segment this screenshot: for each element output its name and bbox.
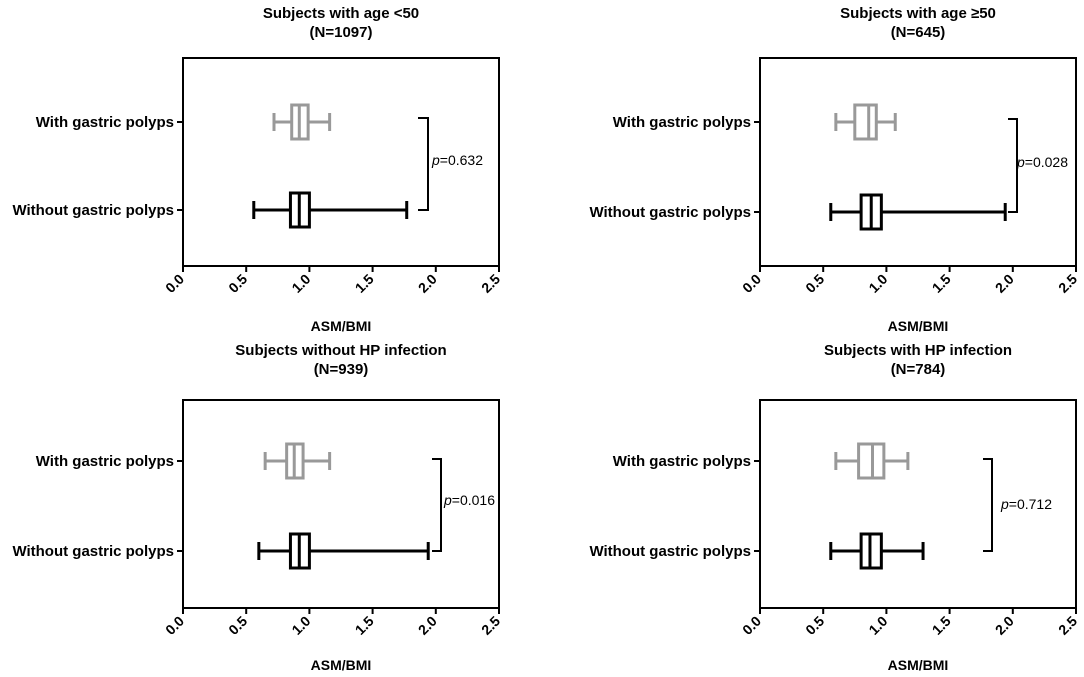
x-axis-label: ASM/BMI xyxy=(888,318,949,334)
x-tick-label: 0.0 xyxy=(162,271,187,296)
x-axis: 0.0 0.5 1.0 1.5 2.0 2.5 xyxy=(162,608,503,638)
box-plot xyxy=(272,103,332,141)
x-tick-label: 0.0 xyxy=(739,613,764,638)
plot-frame xyxy=(759,57,1077,267)
box-plot xyxy=(829,193,1007,231)
x-tick-label: 1.5 xyxy=(929,613,954,638)
category-label: With gastric polyps xyxy=(36,453,174,470)
box-plot xyxy=(257,532,430,570)
plot-frame xyxy=(759,399,1077,609)
box-plot xyxy=(252,191,409,229)
p-value: =0.028 xyxy=(1025,154,1068,170)
category-label: With gastric polyps xyxy=(613,114,751,131)
panel-subtitle: (N=939) xyxy=(314,361,369,378)
category-label: With gastric polyps xyxy=(613,453,751,470)
significance-bracket xyxy=(432,458,442,552)
x-tick-label: 1.0 xyxy=(288,271,313,296)
x-axis-label: ASM/BMI xyxy=(311,318,372,334)
x-tick-label: 0.5 xyxy=(225,613,250,638)
x-tick-label: 1.5 xyxy=(352,613,377,638)
p-value-label: p=0.016 xyxy=(443,492,495,508)
box-plots xyxy=(829,103,1007,231)
x-tick-label: 1.5 xyxy=(929,271,954,296)
box-plot xyxy=(834,103,897,141)
x-tick-label: 2.5 xyxy=(478,613,503,638)
x-axis-label: ASM/BMI xyxy=(311,657,372,673)
significance-bracket xyxy=(418,117,429,211)
x-axis-label: ASM/BMI xyxy=(888,657,949,673)
box-plot xyxy=(834,442,910,480)
plot-frame xyxy=(182,399,500,609)
p-value-label: p=0.632 xyxy=(431,152,483,168)
x-tick-label: 2.5 xyxy=(1055,271,1080,296)
x-tick-label: 0.5 xyxy=(225,271,250,296)
panel-age-under-50: Subjects with age <50 (N=1097) With gast… xyxy=(12,5,503,334)
panel-title: Subjects with age <50 xyxy=(263,5,419,22)
box-plot xyxy=(263,442,332,480)
panel-subtitle: (N=1097) xyxy=(310,24,373,41)
p-value: =0.712 xyxy=(1009,496,1052,512)
category-label: Without gastric polyps xyxy=(589,543,751,560)
x-tick-label: 2.0 xyxy=(992,271,1017,296)
box-plots xyxy=(252,103,409,229)
significance-bracket xyxy=(983,458,993,552)
box-plots xyxy=(257,442,430,570)
p-value-label: p=0.712 xyxy=(1000,496,1052,512)
panel-title: Subjects without HP infection xyxy=(235,342,446,359)
box-plots xyxy=(829,442,925,570)
x-axis: 0.0 0.5 1.0 1.5 2.0 2.5 xyxy=(739,266,1080,296)
p-symbol: p xyxy=(431,152,440,168)
x-axis: 0.0 0.5 1.0 1.5 2.0 2.5 xyxy=(739,608,1080,638)
x-tick-label: 2.0 xyxy=(415,271,440,296)
significance-bracket xyxy=(1008,118,1018,213)
p-symbol: p xyxy=(1000,496,1009,512)
p-value: =0.632 xyxy=(440,152,483,168)
panel-subtitle: (N=784) xyxy=(891,361,946,378)
p-value-label: p=0.028 xyxy=(1016,154,1068,170)
plot-frame xyxy=(182,57,500,267)
x-tick-label: 0.0 xyxy=(739,271,764,296)
category-label: With gastric polyps xyxy=(36,114,174,131)
x-tick-label: 0.5 xyxy=(802,613,827,638)
panel-without-hp-infection: Subjects without HP infection (N=939) Wi… xyxy=(12,342,503,673)
x-axis: 0.0 0.5 1.0 1.5 2.0 2.5 xyxy=(162,266,503,296)
panel-age-50-plus: Subjects with age ≥50 (N=645) With gastr… xyxy=(589,5,1080,334)
panel-with-hp-infection: Subjects with HP infection (N=784) With … xyxy=(589,342,1080,673)
x-tick-label: 0.0 xyxy=(162,613,187,638)
panel-title: Subjects with HP infection xyxy=(824,342,1012,359)
x-tick-label: 2.5 xyxy=(1055,613,1080,638)
x-tick-label: 0.5 xyxy=(802,271,827,296)
category-label: Without gastric polyps xyxy=(12,543,174,560)
x-tick-label: 2.0 xyxy=(415,613,440,638)
x-tick-label: 2.5 xyxy=(478,271,503,296)
p-value: =0.016 xyxy=(452,492,495,508)
x-tick-label: 1.5 xyxy=(352,271,377,296)
p-symbol: p xyxy=(1016,154,1025,170)
p-symbol: p xyxy=(443,492,452,508)
category-label: Without gastric polyps xyxy=(589,204,751,221)
iqr-box xyxy=(853,103,878,141)
category-label: Without gastric polyps xyxy=(12,202,174,219)
x-tick-label: 2.0 xyxy=(992,613,1017,638)
x-tick-label: 1.0 xyxy=(288,613,313,638)
x-tick-label: 1.0 xyxy=(865,271,890,296)
panel-title: Subjects with age ≥50 xyxy=(840,5,996,22)
box-plot xyxy=(829,532,925,570)
x-tick-label: 1.0 xyxy=(865,613,890,638)
panel-subtitle: (N=645) xyxy=(891,24,946,41)
